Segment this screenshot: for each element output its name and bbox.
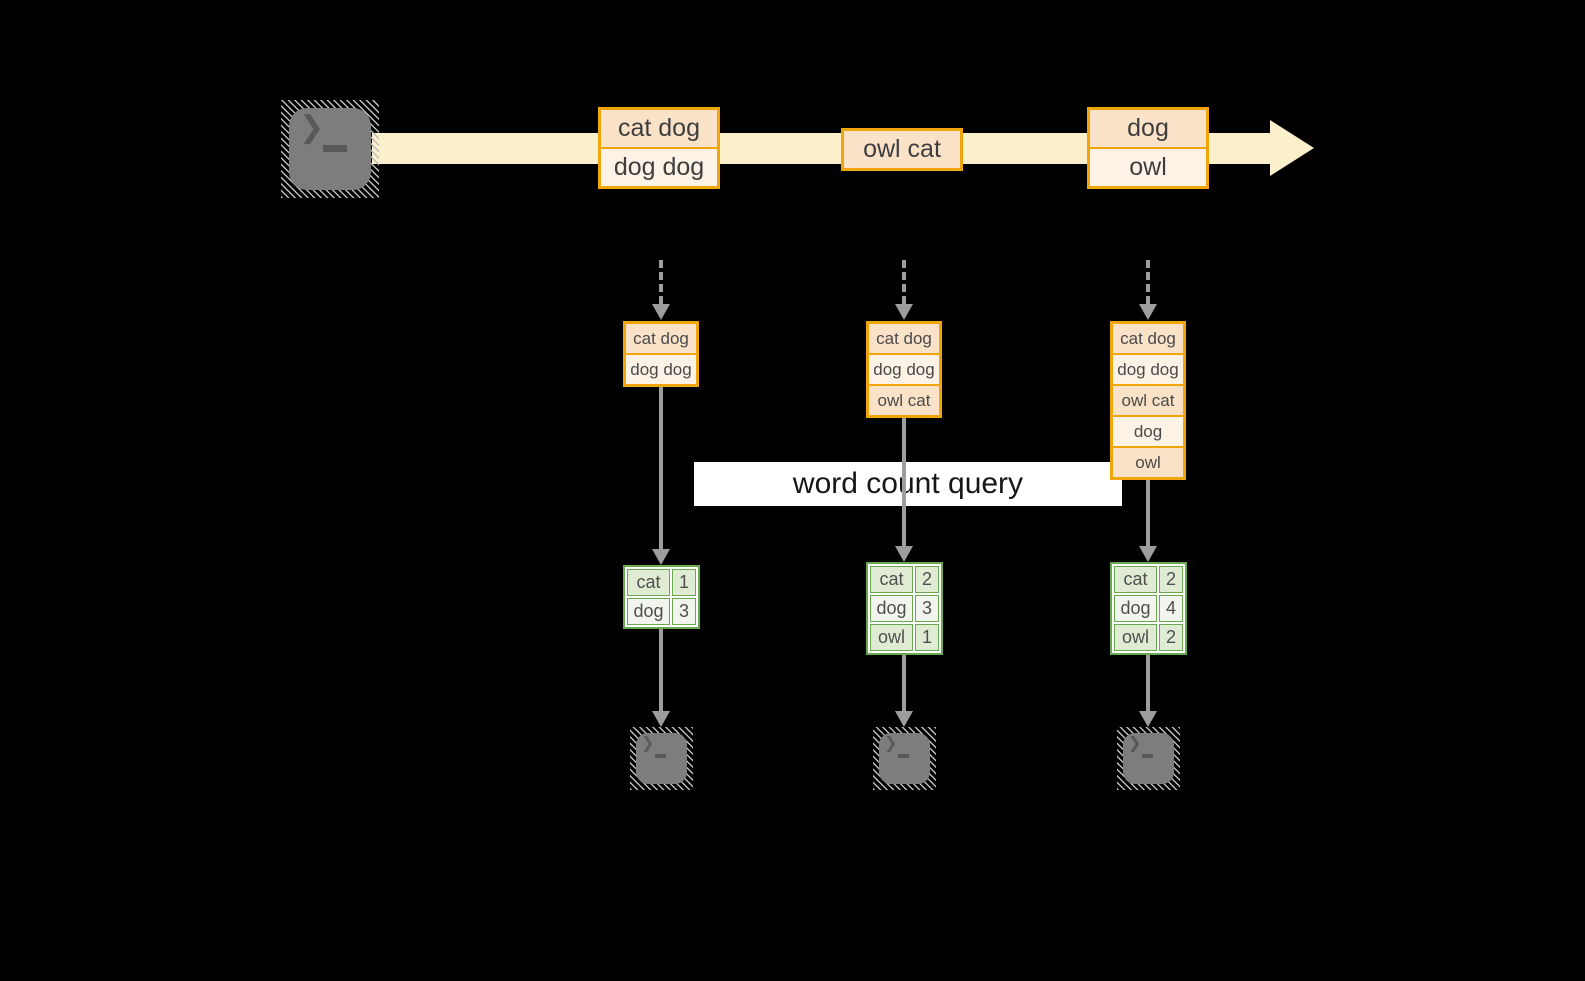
word-cell: cat xyxy=(870,566,913,593)
prompt-chevron-icon: ❯ xyxy=(1128,735,1142,752)
stream-event-line: owl xyxy=(1090,149,1206,186)
count-cell: 4 xyxy=(1159,595,1183,622)
input-state-box-2: cat dog dog dog owl cat xyxy=(866,321,942,418)
arrowhead-icon xyxy=(1139,711,1157,727)
word-cell: cat xyxy=(1114,566,1157,593)
stream-event-line: owl cat xyxy=(844,131,960,168)
prompt-cursor-icon xyxy=(1142,754,1153,758)
stream-event-line: dog xyxy=(1090,110,1206,147)
prompt-chevron-icon: ❯ xyxy=(884,735,898,752)
query-label: word count query xyxy=(694,462,1122,506)
stream-event-1: cat dog dog dog xyxy=(598,107,720,189)
query-arrow-1 xyxy=(652,387,670,565)
terminal-source-icon: ❯ xyxy=(281,100,379,198)
word-count-table-2: cat 2 dog 3 owl 1 xyxy=(866,562,943,655)
word-cell: owl xyxy=(870,624,913,651)
input-line: owl cat xyxy=(1113,386,1183,415)
input-state-box-3: cat dog dog dog owl cat dog owl xyxy=(1110,321,1186,480)
input-line: dog dog xyxy=(626,355,696,384)
word-cell: owl xyxy=(1114,624,1157,651)
trigger-arrow-1 xyxy=(652,260,670,320)
word-cell: cat xyxy=(627,569,670,596)
stream-event-line: dog dog xyxy=(601,149,717,186)
stream-arrowhead-icon xyxy=(1270,120,1314,176)
arrowhead-icon xyxy=(895,711,913,727)
word-cell: dog xyxy=(870,595,913,622)
terminal-screen: ❯ xyxy=(636,733,687,784)
prompt-cursor-icon xyxy=(898,754,909,758)
query-arrow-3 xyxy=(1139,480,1157,562)
count-cell: 1 xyxy=(915,624,939,651)
arrowhead-icon xyxy=(1139,546,1157,562)
word-cell: dog xyxy=(1114,595,1157,622)
result-arrow-3 xyxy=(1139,655,1157,727)
word-cell: dog xyxy=(627,598,670,625)
word-count-table-3: cat 2 dog 4 owl 2 xyxy=(1110,562,1187,655)
terminal-screen: ❯ xyxy=(879,733,930,784)
input-line: cat dog xyxy=(869,324,939,353)
arrowhead-icon xyxy=(1139,304,1157,320)
count-cell: 3 xyxy=(915,595,939,622)
prompt-chevron-icon: ❯ xyxy=(299,111,325,144)
count-cell: 2 xyxy=(1159,566,1183,593)
input-line: cat dog xyxy=(1113,324,1183,353)
arrowhead-icon xyxy=(652,711,670,727)
word-count-table-1: cat 1 dog 3 xyxy=(623,565,700,629)
terminal-output-icon-3: ❯ xyxy=(1117,727,1180,790)
terminal-output-icon-1: ❯ xyxy=(630,727,693,790)
result-arrow-1 xyxy=(652,629,670,727)
input-line: cat dog xyxy=(626,324,696,353)
prompt-cursor-icon xyxy=(655,754,666,758)
terminal-output-icon-2: ❯ xyxy=(873,727,936,790)
prompt-chevron-icon: ❯ xyxy=(641,735,655,752)
terminal-screen: ❯ xyxy=(1123,733,1174,784)
input-line: owl xyxy=(1113,448,1183,477)
arrowhead-icon xyxy=(652,304,670,320)
query-arrow-2 xyxy=(895,418,913,562)
input-line: dog dog xyxy=(869,355,939,384)
trigger-arrow-2 xyxy=(895,260,913,320)
arrowhead-icon xyxy=(895,304,913,320)
count-cell: 1 xyxy=(672,569,696,596)
input-state-box-1: cat dog dog dog xyxy=(623,321,699,387)
stream-event-2: owl cat xyxy=(841,128,963,171)
stream-event-line: cat dog xyxy=(601,110,717,147)
input-line: dog xyxy=(1113,417,1183,446)
prompt-cursor-icon xyxy=(323,145,347,152)
terminal-screen: ❯ xyxy=(289,108,371,190)
input-line: owl cat xyxy=(869,386,939,415)
trigger-arrow-3 xyxy=(1139,260,1157,320)
stream-event-3: dog owl xyxy=(1087,107,1209,189)
count-cell: 2 xyxy=(915,566,939,593)
arrowhead-icon xyxy=(895,546,913,562)
input-line: dog dog xyxy=(1113,355,1183,384)
result-arrow-2 xyxy=(895,655,913,727)
count-cell: 2 xyxy=(1159,624,1183,651)
count-cell: 3 xyxy=(672,598,696,625)
arrowhead-icon xyxy=(652,549,670,565)
